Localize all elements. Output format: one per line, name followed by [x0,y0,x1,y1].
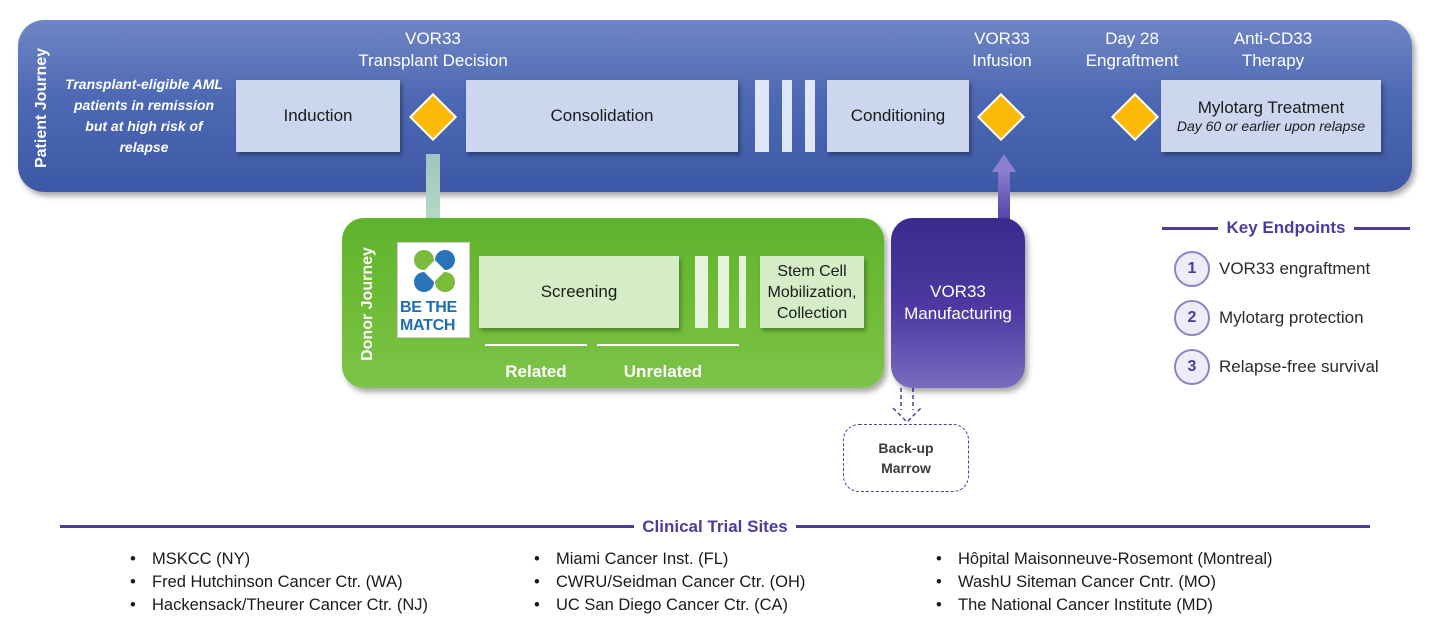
header-infusion: VOR33 Infusion [972,29,1032,70]
donor-collection: Stem Cell Mobilization, Collection [760,256,864,328]
site-item: Fred Hutchinson Cancer Ctr. (WA) [130,571,428,594]
site-item: UC San Diego Cancer Ctr. (CA) [534,594,805,617]
site-item: The National Cancer Institute (MD) [936,594,1273,617]
stage-break-bar [782,80,792,152]
endpoint-text: Mylotarg protection [1219,308,1364,327]
related-underline [485,344,587,346]
site-item: WashU Siteman Cancer Cntr. (MO) [936,571,1273,594]
backup-dashed-arrow [892,388,922,424]
be-the-match-logo: BE THE MATCH [397,242,470,338]
donor-break-bar [718,256,729,328]
stage-break-bar [805,80,815,152]
header-anti-cd33: Anti-CD33 Therapy [1233,29,1313,70]
donor-break-bar [695,256,708,328]
vor33-manufacturing: VOR33 Manufacturing [891,218,1025,388]
be-the-match-logo-mark [414,250,455,292]
donor-unrelated-label: Unrelated [623,362,703,381]
stage-induction: Induction [236,80,400,152]
endpoint-number: 3 [1174,349,1210,385]
manufacturing-to-infusion-arrow [992,154,1016,226]
key-endpoints-title-wrap: Key Endpoints [1162,216,1410,240]
mylotarg-title: Mylotarg Treatment [1197,98,1345,117]
clinical-sites-title-wrap: Clinical Trial Sites [60,515,1370,539]
donor-screening: Screening [479,256,679,328]
donor-journey-label: Donor Journey [358,247,376,361]
key-endpoints-title: Key Endpoints [1218,218,1354,238]
stage-mylotarg: Mylotarg Treatment Day 60 or earlier upo… [1161,80,1381,152]
endpoint-number: 1 [1174,251,1210,287]
header-engraftment: Day 28 Engraftment [1085,29,1179,70]
sites-column-1: MSKCC (NY) Fred Hutchinson Cancer Ctr. (… [130,548,428,617]
mylotarg-subtitle: Day 60 or earlier upon relapse [1176,118,1366,134]
site-item: Hôpital Maisonneuve-Rosemont (Montreal) [936,548,1273,571]
stage-conditioning: Conditioning [827,80,969,152]
stage-break-bar [755,80,769,152]
site-item: MSKCC (NY) [130,548,428,571]
patient-population-text: Transplant-eligible AML patients in remi… [65,76,223,155]
endpoint-number: 2 [1174,300,1210,336]
endpoint-text: Relapse-free survival [1219,357,1379,376]
site-item: Hackensack/Theurer Cancer Ctr. (NJ) [130,594,428,617]
unrelated-underline [597,344,739,346]
sites-column-2: Miami Cancer Inst. (FL) CWRU/Seidman Can… [534,548,805,617]
sites-column-3: Hôpital Maisonneuve-Rosemont (Montreal) … [936,548,1273,617]
donor-related-label: Related [505,362,567,381]
header-transplant-decision: VOR33 Transplant Decision [358,29,508,70]
site-item: Miami Cancer Inst. (FL) [534,548,805,571]
stage-consolidation: Consolidation [466,80,738,152]
endpoint-text: VOR33 engraftment [1219,259,1371,278]
site-item: CWRU/Seidman Cancer Ctr. (OH) [534,571,805,594]
backup-marrow: Back-up Marrow [843,424,969,492]
donor-break-bar [739,256,746,328]
be-the-match-logo-text: BE THE MATCH [400,299,457,334]
clinical-sites-title: Clinical Trial Sites [634,517,796,537]
